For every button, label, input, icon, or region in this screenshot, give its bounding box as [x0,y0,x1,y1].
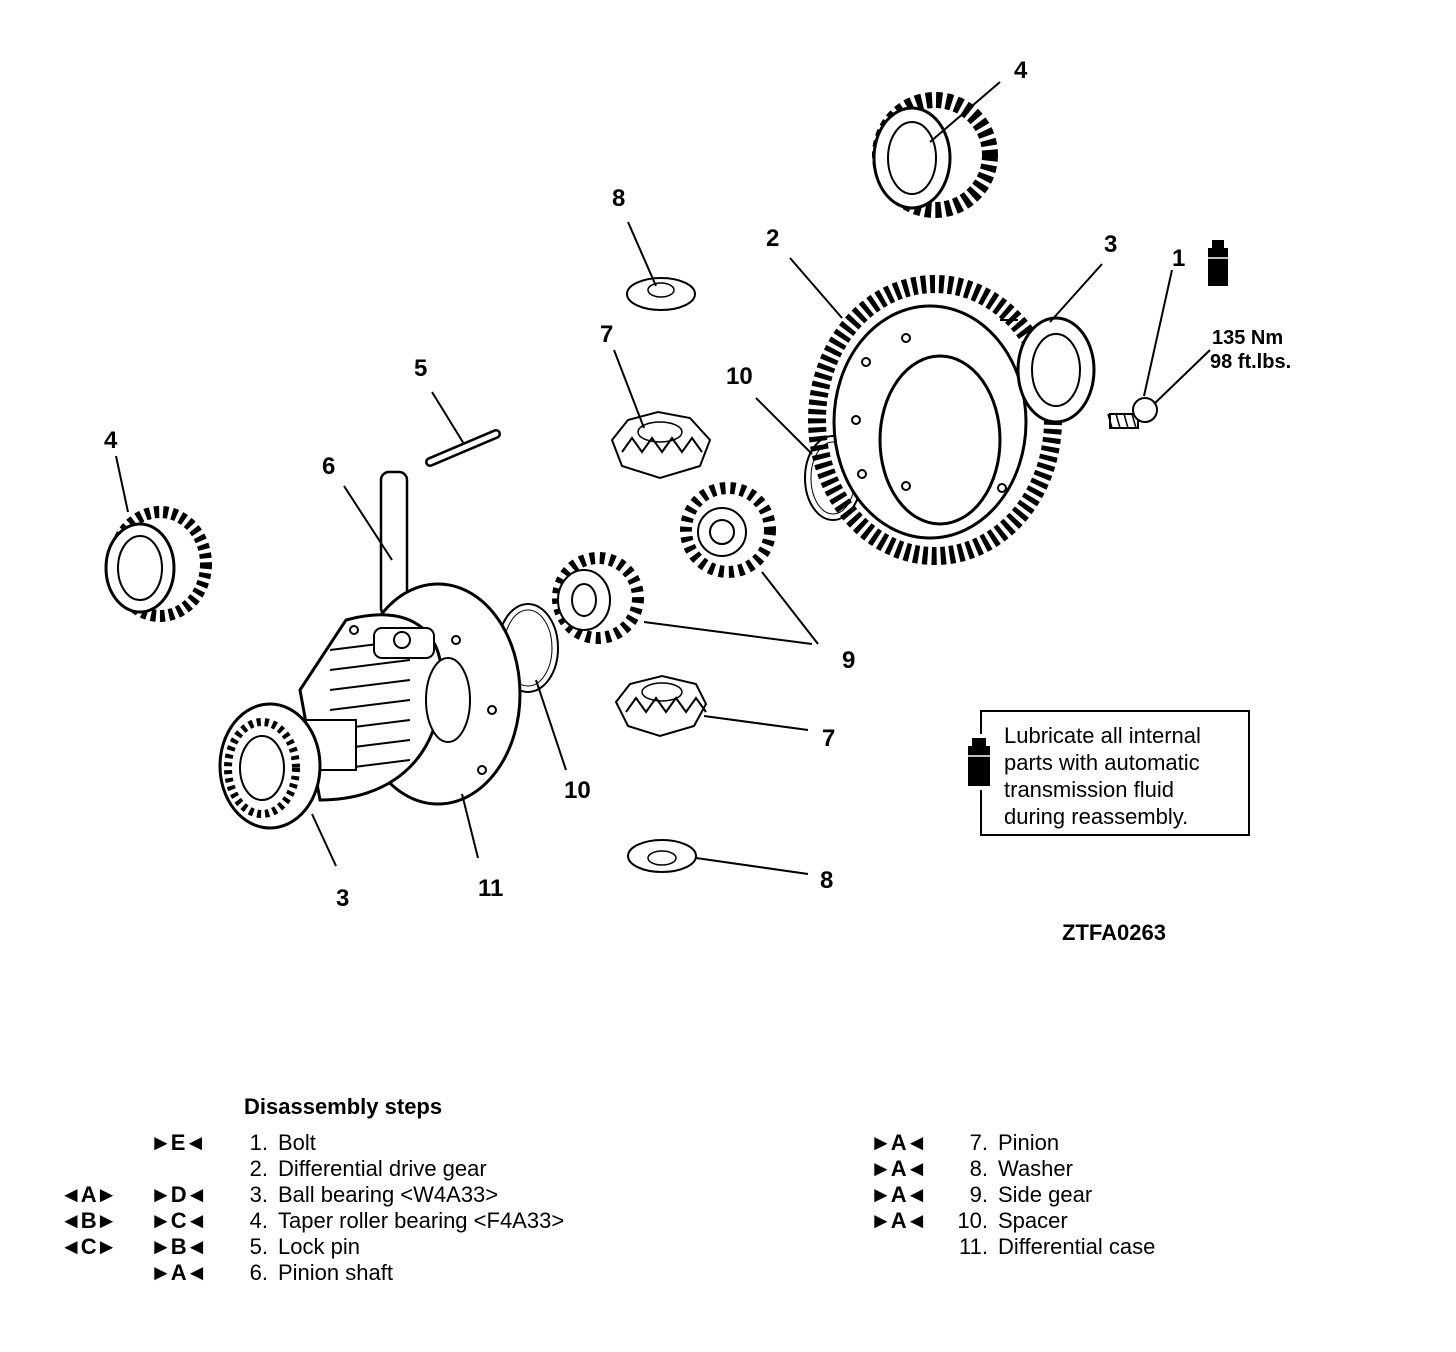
step-number: 8. [969,1156,988,1181]
step-4: ◄B► ►C◄ 4. Taper roller bearing <F4A33> [0,1208,700,1234]
step-number: 9. [969,1182,988,1207]
callout-3-right: 3 [1104,231,1117,258]
step-5: ◄C► ►B◄ 5. Lock pin [0,1234,700,1260]
lubrication-note-box: Lubricate all internal parts with automa… [964,710,1250,836]
bolt [1107,397,1158,429]
step-8: ►A◄ 8. Washer [720,1156,1420,1182]
service-point-mark: ►E◄ [150,1130,206,1155]
step-number: 11. [959,1234,988,1259]
step-text: Differential case [998,1234,1156,1259]
callout-1: 1 [1172,245,1185,272]
step-1: ►E◄ 1. Bolt [0,1130,700,1156]
service-point-mark: ►A◄ [870,1208,927,1233]
step-text: Pinion [998,1130,1060,1155]
step-text: Washer [998,1156,1073,1181]
reassembly-mark: ◄C► [60,1234,117,1259]
callout-8-top: 8 [612,185,625,212]
taper-roller-bearing-top [872,92,998,218]
callout-10-left: 10 [564,777,591,804]
exploded-view-diagram: 4 8 2 3 1 7 10 5 4 6 9 7 10 8 11 3 135 N… [104,57,1291,945]
step-number: 5. [249,1234,268,1259]
step-3: ◄A► ►D◄ 3. Ball bearing <W4A33> [0,1182,700,1208]
step-text: Differential drive gear [278,1156,487,1181]
service-point-mark: ►A◄ [870,1156,927,1181]
torque-metric: 135 Nm [1212,327,1283,349]
pinion-top [610,410,712,480]
step-number: 4. [249,1208,268,1233]
step-number: 10. [957,1208,988,1233]
callout-5: 5 [414,355,427,382]
reassembly-mark: ◄A► [60,1182,117,1207]
differential-drive-gear [808,275,1062,565]
service-point-mark: ►D◄ [150,1182,207,1207]
steps-title: Disassembly steps [244,1094,443,1119]
callout-3-left: 3 [336,885,349,912]
step-text: Spacer [998,1208,1068,1233]
service-point-mark: ►A◄ [870,1130,927,1155]
callout-7-top: 7 [600,321,613,348]
reassembly-mark: ◄B► [60,1208,117,1233]
figure-code: ZTFA0263 [1062,920,1166,945]
step-text: Lock pin [278,1234,360,1259]
callout-9: 9 [842,647,855,674]
callout-11: 11 [478,875,503,902]
callout-4-top: 4 [1014,57,1028,84]
step-number: 1. [249,1130,268,1155]
step-text: Bolt [278,1130,316,1155]
step-text: Pinion shaft [278,1260,393,1285]
callout-8-bottom: 8 [820,867,833,894]
step-number: 2. [249,1156,268,1181]
torque-imperial: 98 ft.lbs. [1210,351,1291,373]
callout-4-left: 4 [104,427,118,454]
service-point-mark: ►B◄ [150,1234,207,1259]
callout-6: 6 [322,453,335,480]
step-text: Taper roller bearing <F4A33> [278,1208,565,1233]
service-point-mark: ►A◄ [870,1182,927,1207]
step-11: 11. Differential case [720,1234,1420,1260]
taper-roller-bearing-left [104,506,212,622]
step-9: ►A◄ 9. Side gear [720,1182,1420,1208]
step-6: ►A◄ 6. Pinion shaft [0,1260,700,1286]
step-number: 6. [249,1260,268,1285]
lubrication-note-text: Lubricate all internal parts with automa… [1004,723,1201,829]
callout-7-bottom: 7 [822,725,835,752]
callout-10-right: 10 [726,363,753,390]
step-10: ►A◄ 10. Spacer [720,1208,1420,1234]
lock-pin [425,429,501,467]
leader-lines [115,81,1211,875]
lubricant-bottle-icon [1208,240,1228,286]
step-number: 3. [249,1182,268,1207]
step-2: 2. Differential drive gear [0,1156,700,1182]
step-text: Side gear [998,1182,1093,1207]
lubricant-bottle-icon [964,734,998,790]
ball-bearing-left [218,702,357,830]
service-point-mark: ►C◄ [150,1208,207,1233]
step-text: Ball bearing <W4A33> [278,1182,499,1207]
step-7: ►A◄ 7. Pinion [720,1130,1420,1156]
step-number: 7. [969,1130,988,1155]
service-point-mark: ►A◄ [150,1260,207,1285]
callout-2: 2 [766,225,779,252]
side-gear-upper [680,482,776,578]
ball-bearing-right [1000,316,1096,424]
pinion-bottom [614,674,708,738]
side-gear-lower [552,552,644,644]
